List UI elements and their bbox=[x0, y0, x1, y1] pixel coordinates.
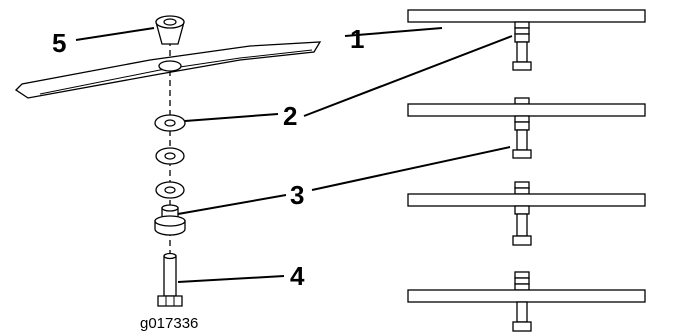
detail-view-2 bbox=[407, 97, 646, 159]
detail-view-4 bbox=[407, 271, 646, 332]
blade-cup bbox=[155, 15, 185, 45]
leader-5 bbox=[75, 27, 155, 41]
detail-view-3 bbox=[407, 181, 646, 246]
detail-view-1 bbox=[407, 9, 646, 71]
callout-5: 5 bbox=[52, 28, 66, 58]
bolt bbox=[157, 252, 183, 307]
spacer-washer-2 bbox=[155, 147, 185, 165]
figure-id: g017336 bbox=[140, 315, 198, 332]
blade bbox=[14, 41, 322, 99]
callout-1: 1 bbox=[350, 24, 364, 54]
callout-3: 3 bbox=[290, 180, 304, 210]
spacer-washer-3 bbox=[155, 181, 185, 199]
callout-2: 2 bbox=[283, 101, 297, 131]
leader-3-detail bbox=[311, 146, 511, 191]
bushing bbox=[154, 204, 186, 236]
leader-3 bbox=[177, 194, 287, 215]
spacer-washer bbox=[154, 114, 186, 132]
leader-2-detail bbox=[303, 35, 513, 117]
leader-4 bbox=[177, 275, 285, 283]
leader-2 bbox=[184, 113, 279, 122]
callout-4: 4 bbox=[290, 261, 305, 291]
leader-1 bbox=[344, 27, 443, 37]
